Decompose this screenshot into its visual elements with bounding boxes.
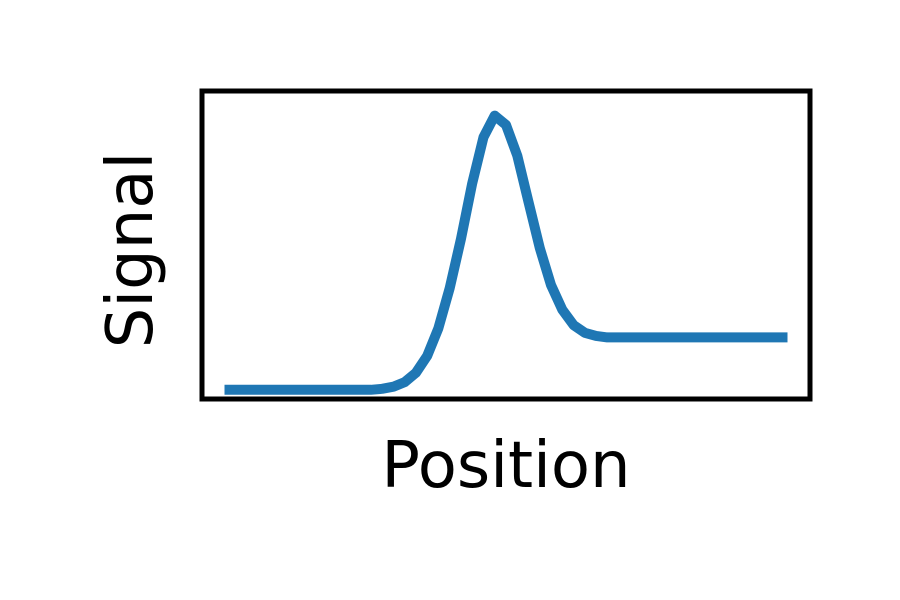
x-axis-label: Position bbox=[381, 429, 630, 503]
series-line-1 bbox=[224, 110, 788, 395]
y-axis-label: Signal bbox=[94, 152, 168, 349]
plot-frame bbox=[199, 88, 813, 402]
series-layer bbox=[224, 110, 788, 395]
